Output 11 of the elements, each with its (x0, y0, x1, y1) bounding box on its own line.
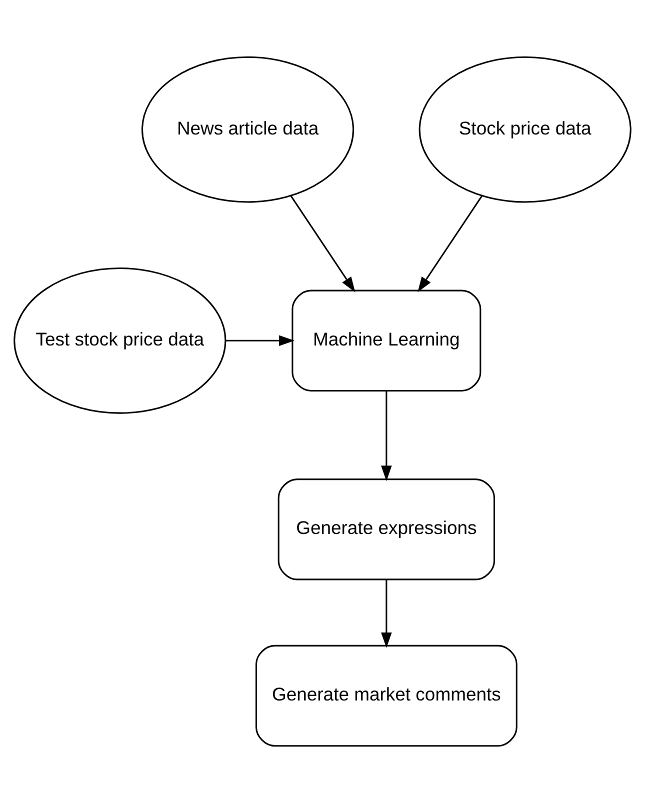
arrow (381, 390, 392, 482)
arrow (418, 195, 483, 292)
arrow (290, 195, 356, 292)
node-ellipse: News article data (141, 56, 354, 203)
node-box: Machine Learning (292, 290, 482, 392)
arrow (381, 579, 392, 648)
node-box: Generate market comments (255, 644, 518, 747)
node-box: Generate expressions (278, 478, 496, 580)
node-ellipse: Test stock price data (14, 267, 226, 414)
node-ellipse: Stock price data (418, 56, 632, 203)
arrow (226, 335, 295, 346)
